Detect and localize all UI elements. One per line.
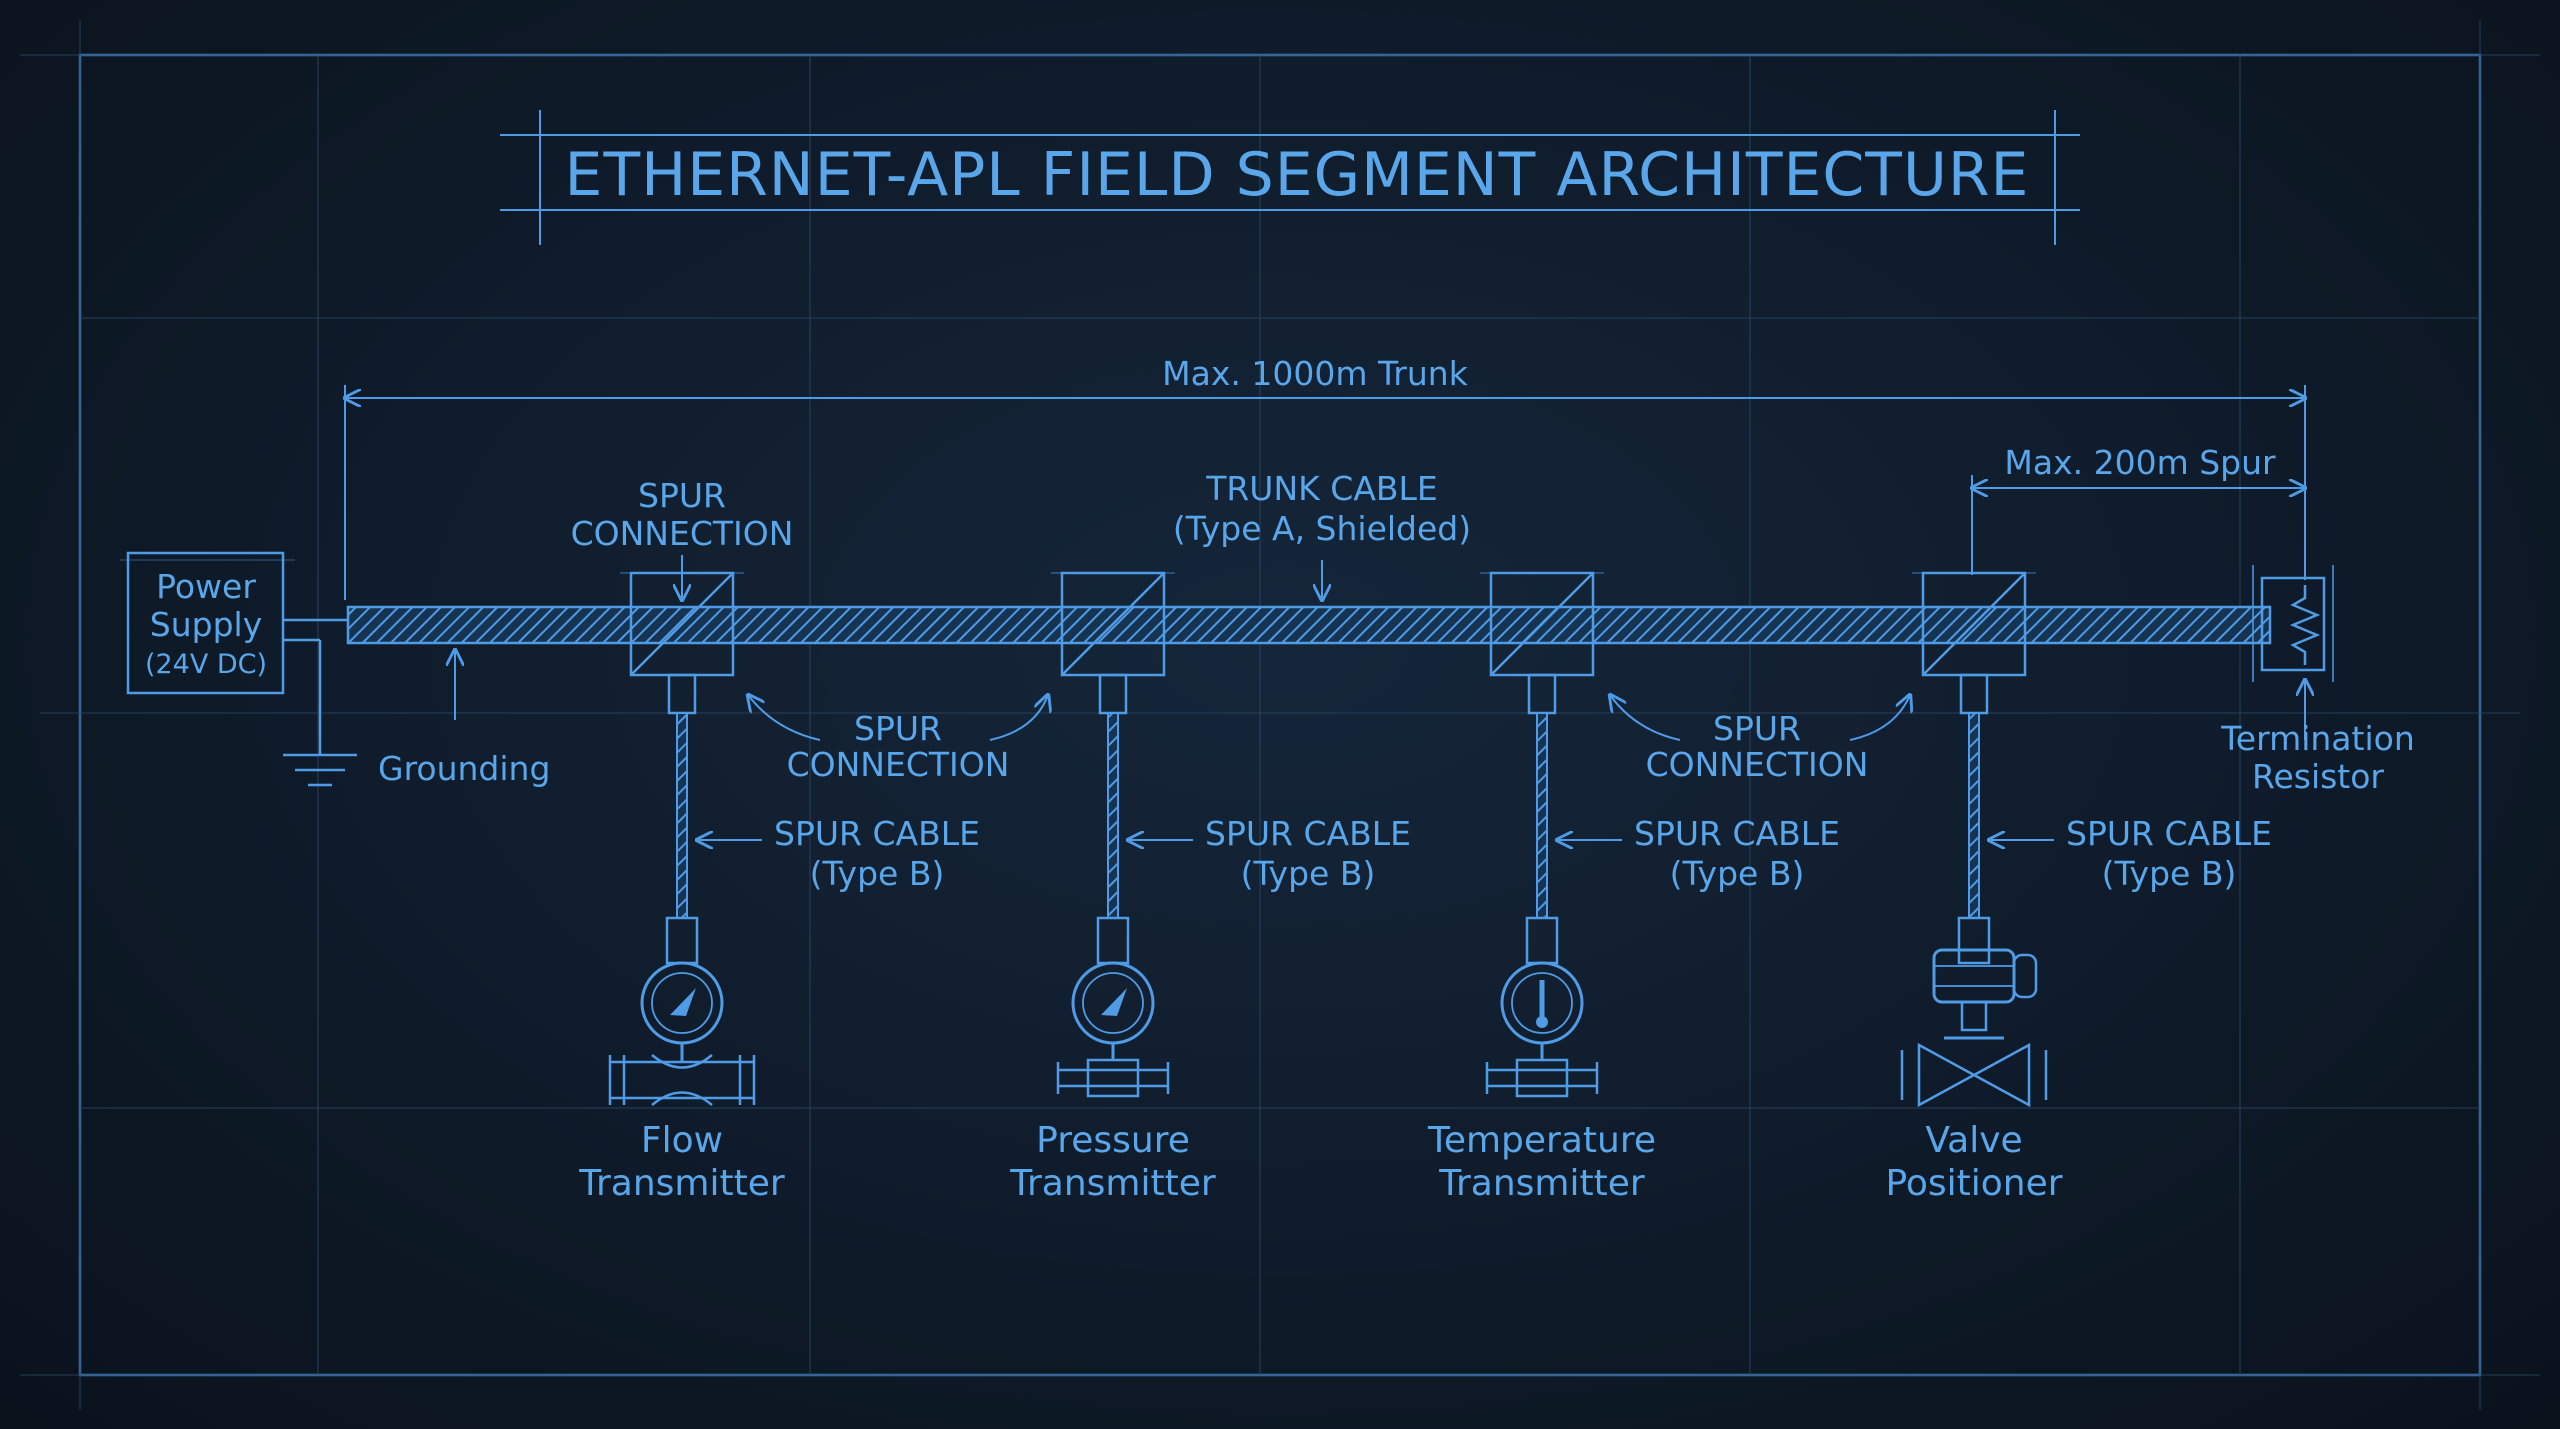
spur-cable [1107,712,1119,919]
termination-label-1: Termination [2220,719,2415,758]
termination-resistor: Termination Resistor [2220,565,2415,796]
valve-actuator-icon [1900,948,2048,1108]
trunk-length-label: Max. 1000m Trunk [1162,354,1469,393]
trunk-length-dimension: Max. 1000m Trunk [345,354,2305,600]
spur-connection-right-2: CONNECTION [1646,745,1869,784]
power-supply-line2: Supply [150,605,262,644]
spur-cable-label-1: SPUR CABLE [774,814,980,853]
termination-label-2: Resistor [2252,757,2384,796]
spur-connection-mid-2: CONNECTION [787,745,1010,784]
spur-connection-mid-1: SPUR [854,709,942,748]
spur-connection-top-2: CONNECTION [571,514,794,553]
device-label-line2: Transmitter [578,1163,785,1204]
spur-cable [1536,712,1548,919]
spur-cable [676,712,688,919]
spur-cable-label-1: SPUR CABLE [1205,814,1411,853]
grounding-label: Grounding [378,749,550,788]
device-label-line2: Transmitter [1009,1163,1216,1204]
trunk-cable: TRUNK CABLE (Type A, Shielded) [346,469,2272,645]
blueprint-grid [20,20,2540,1410]
power-supply-line1: Power [156,567,256,606]
device-label-line2: Transmitter [1438,1163,1645,1204]
resistor-icon [2289,585,2321,665]
spur-connection-top-1: SPUR [638,476,726,515]
power-supply: Power Supply (24V DC) [120,551,348,695]
device-label-line2: Positioner [1885,1163,2062,1204]
spur-cable-label-2: (Type B) [1241,854,1376,893]
spur-cable-label-2: (Type B) [2102,854,2237,893]
device-label-line1: Temperature [1427,1120,1656,1161]
spur-length-dimension: Max. 200m Spur [1972,443,2305,575]
grounding: Grounding [283,640,550,788]
trunk-cable-label-1: TRUNK CABLE [1205,469,1438,508]
power-supply-line3: (24V DC) [145,649,267,680]
spur-connection-right-1: SPUR [1713,709,1801,748]
spur-cable-label-1: SPUR CABLE [1634,814,1840,853]
trunk-cable-label-2: (Type A, Shielded) [1173,509,1471,548]
spur-cable-label-2: (Type B) [810,854,945,893]
title-block: ETHERNET-APL FIELD SEGMENT ARCHITECTURE [500,110,2080,245]
device-label-line1: Pressure [1036,1120,1190,1161]
spur-cable-label-2: (Type B) [1670,854,1805,893]
spur-cable [1968,712,1980,919]
thermometer-icon [1485,961,1599,1098]
pressure-gauge-icon [1056,961,1170,1098]
spur-length-label: Max. 200m Spur [2004,443,2276,482]
page-title: ETHERNET-APL FIELD SEGMENT ARCHITECTURE [565,140,2030,210]
flow-meter-icon [608,961,756,1106]
spur-cable-label-1: SPUR CABLE [2066,814,2272,853]
spur-connection-labels: SPUR CONNECTION SPUR CONNECTION SPUR CON… [571,476,1910,784]
device-label-line1: Flow [641,1120,723,1161]
device-label-line1: Valve [1925,1120,2022,1161]
